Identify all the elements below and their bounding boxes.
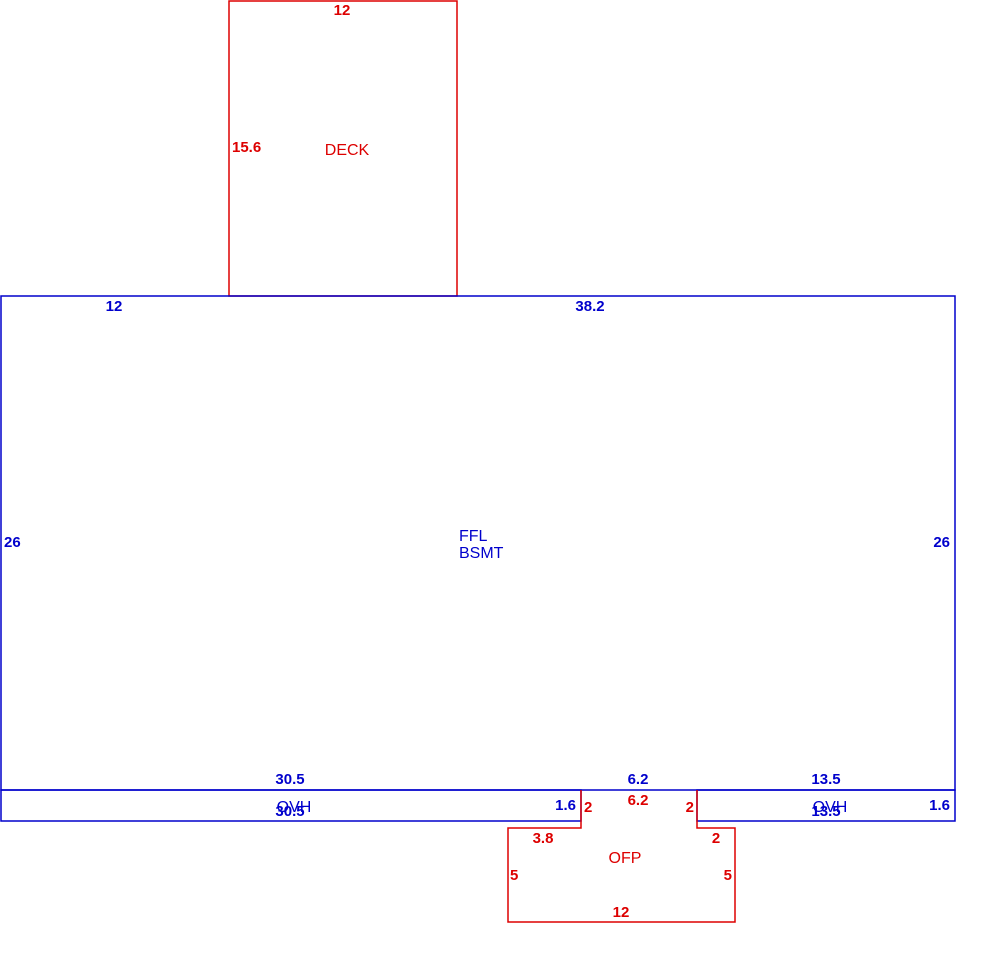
- ovh-right-label: OVH: [813, 799, 848, 816]
- house-left-dimension: 26: [4, 534, 21, 551]
- house-top-right-dimension: 38.2: [575, 298, 604, 315]
- ofp-label: OFP: [609, 850, 642, 867]
- house-area: 12 38.2 26 26 FFL BSMT 30.5 6.2 13.5: [0, 295, 956, 791]
- house-right-dimension: 26: [933, 534, 950, 551]
- ovh-left-area: 30.5 OVH 1.6: [0, 789, 582, 822]
- deck-area: 12 15.6 DECK: [228, 0, 458, 297]
- house-top-left-dimension: 12: [106, 298, 123, 315]
- ofp-left-dimension: 5: [510, 867, 518, 884]
- ovh-right-bottom-dimension: 13.5: [811, 803, 840, 820]
- ofp-top-dimension: 6.2: [628, 792, 649, 809]
- ovh-left-right-dimension: 1.6: [555, 797, 576, 814]
- house-bottom-left-dimension: 30.5: [275, 771, 304, 788]
- ovh-left-label: OVH: [277, 799, 312, 816]
- ofp-neck-right-dimension: 2: [686, 799, 694, 816]
- ofp-bottom-dimension: 12: [613, 904, 630, 921]
- ofp-shoulder-right-dimension: 2: [712, 830, 720, 847]
- ovh-right-area: 13.5 OVH 1.6: [696, 789, 956, 822]
- ofp-neck-left-dimension: 2: [584, 799, 592, 816]
- ofp-outline: [507, 790, 736, 923]
- ofp-area: 6.2 2 2 3.8 2 OFP 5 5 12: [507, 790, 736, 923]
- deck-top-dimension: 12: [334, 2, 351, 19]
- house-label-line1: FFL: [459, 528, 488, 545]
- ovh-right-right-dimension: 1.6: [929, 797, 950, 814]
- ofp-shoulder-left-dimension: 3.8: [533, 830, 554, 847]
- house-bottom-mid-dimension: 6.2: [628, 771, 649, 788]
- deck-left-dimension: 15.6: [232, 139, 261, 156]
- ovh-left-bottom-dimension: 30.5: [275, 803, 304, 820]
- house-label-line2: BSMT: [459, 545, 504, 562]
- deck-label: DECK: [325, 142, 370, 159]
- ofp-right-dimension: 5: [724, 867, 732, 884]
- house-bottom-right-dimension: 13.5: [811, 771, 840, 788]
